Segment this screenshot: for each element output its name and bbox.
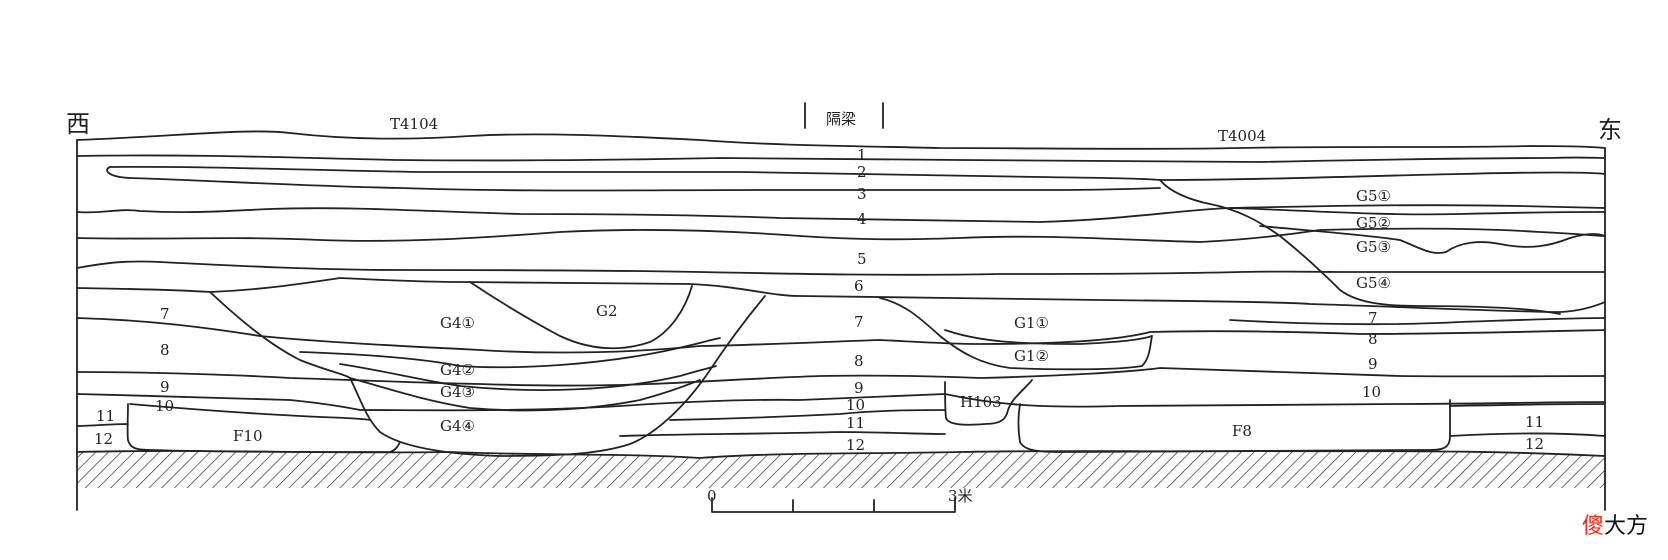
- layer-label: 10: [1362, 383, 1381, 401]
- boundary-2-3: [109, 165, 1606, 181]
- layer-label: 1: [857, 146, 867, 164]
- g4-ditch-outline: [209, 291, 766, 457]
- boundary-8-9: [76, 367, 1606, 387]
- layer-label: 10: [155, 397, 174, 415]
- h103-pit-outline: [944, 379, 1033, 426]
- feature-label-g1-2: G1②: [1014, 347, 1049, 365]
- layer-label: 7: [1368, 309, 1378, 327]
- feature-label-g5-1: G5①: [1356, 187, 1391, 205]
- layer-label: 12: [1525, 435, 1544, 453]
- ground-surface-line: [76, 130, 1606, 150]
- layer-label: 9: [854, 379, 864, 397]
- west-direction-label: 西: [66, 110, 90, 138]
- boundary-1-2: [76, 154, 1606, 163]
- boundary-10-11: [129, 403, 1606, 421]
- f10-floor-outline: [126, 403, 401, 453]
- boundary-6-7: [76, 277, 1606, 313]
- layer-label: 6: [854, 277, 864, 295]
- watermark-part-1: 傻: [1582, 514, 1605, 539]
- layer-label: 9: [1368, 355, 1378, 373]
- boundary-7-8: [76, 317, 1606, 354]
- boundary-9-10: [76, 393, 1606, 412]
- boundary-7-8-east: [1229, 317, 1606, 326]
- baulk-label: 隔梁: [826, 110, 856, 128]
- boundary-2-bottom: [106, 166, 1161, 192]
- feature-label-g5-4: G5④: [1356, 274, 1391, 292]
- layer-label: 5: [857, 250, 867, 268]
- feature-label-g5-3: G5③: [1356, 238, 1391, 256]
- feature-label-g2: G2: [596, 302, 618, 320]
- watermark: 傻大方: [1582, 508, 1648, 540]
- feature-label-g4-2: G4②: [440, 361, 475, 379]
- g5-2-3-boundary: [1259, 225, 1606, 254]
- g4-3-4-boundary: [349, 377, 701, 412]
- scale-bar-start-label: 0: [707, 487, 717, 505]
- layer-label: 7: [854, 313, 864, 331]
- trench-label-east: T4004: [1218, 127, 1266, 145]
- layer-label: 12: [846, 436, 865, 454]
- g5-ditch-outline: [1159, 179, 1561, 315]
- feature-label-g4-1: G4①: [440, 314, 475, 332]
- feature-label-f8: F8: [1232, 422, 1252, 440]
- feature-label-g4-4: G4④: [440, 417, 475, 435]
- layer-label: 8: [1368, 330, 1378, 348]
- boundary-3-4: [76, 204, 1606, 223]
- feature-label-g5-2: G5②: [1356, 214, 1391, 232]
- trench-label-west: T4104: [390, 115, 438, 133]
- feature-label-f10: F10: [233, 427, 263, 445]
- watermark-part-2: 大方: [1604, 514, 1649, 539]
- layer-label: 8: [160, 341, 170, 359]
- layer-label: 11: [846, 414, 865, 432]
- layer-label: 11: [1525, 413, 1544, 431]
- subsoil-hatched-area: [77, 451, 1605, 488]
- layer-label: 8: [854, 352, 864, 370]
- feature-label-h103: H103: [960, 393, 1002, 411]
- scale-bar: [711, 497, 956, 513]
- boundary-5-6: [76, 260, 1606, 276]
- layer-label: 10: [846, 396, 865, 414]
- scale-bar-end-label: 3米: [948, 487, 973, 505]
- layer-label: 7: [160, 305, 170, 323]
- f8-floor-outline: [1017, 399, 1451, 453]
- g4-2-3-boundary: [339, 363, 717, 391]
- layer-label: 12: [94, 430, 113, 448]
- g1-1-2-boundary: [944, 329, 1153, 345]
- feature-label-g1-1: G1①: [1014, 314, 1049, 332]
- g1-ditch-outline: [879, 297, 1153, 371]
- layer-label: 2: [857, 163, 867, 181]
- g2-outline: [469, 281, 693, 350]
- layer-label: 3: [857, 185, 867, 203]
- layer-label: 11: [96, 407, 115, 425]
- boundary-11-12: [76, 423, 1606, 437]
- boundary-4-5: [76, 227, 1606, 243]
- g5-1-2-boundary: [1229, 207, 1606, 216]
- layer-label: 9: [160, 378, 170, 396]
- feature-label-g4-3: G4③: [440, 383, 475, 401]
- layer-label: 4: [857, 210, 867, 228]
- g4-1-2-boundary: [299, 337, 721, 369]
- east-direction-label: 东: [1598, 116, 1622, 144]
